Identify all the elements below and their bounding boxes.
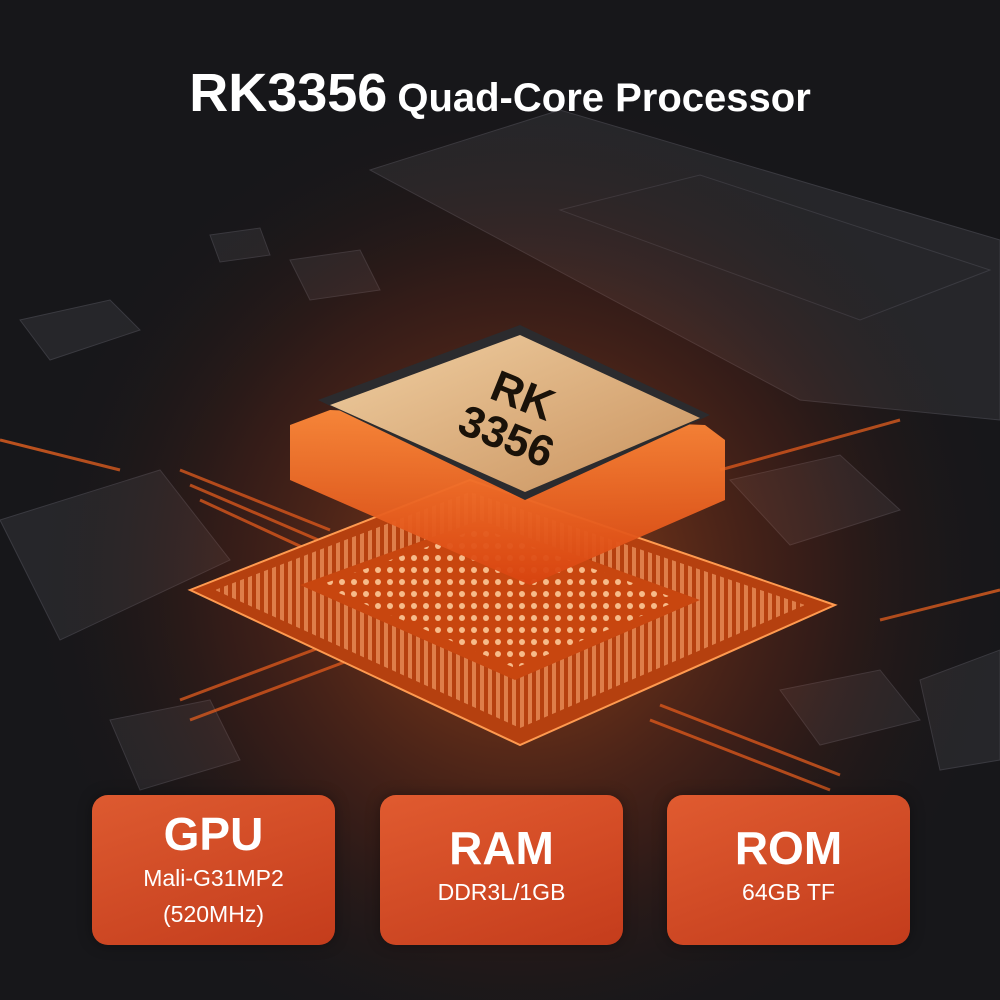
processor-chip: RK 3356 xyxy=(290,325,725,585)
spec-label: GPU xyxy=(163,808,264,860)
spec-card-gpu: GPU Mali-G31MP2 (520MHz) xyxy=(92,795,335,945)
spec-card-rom: ROM 64GB TF xyxy=(667,795,910,945)
spec-label: ROM xyxy=(734,822,843,874)
spec-value: Mali-G31MP2 xyxy=(143,865,284,891)
spec-value: 64GB TF xyxy=(742,879,835,905)
title-model: RK3356 xyxy=(189,63,388,123)
spec-card-ram: RAM DDR3L/1GB xyxy=(380,795,623,945)
spec-label: RAM xyxy=(449,822,554,874)
spec-value-2: (520MHz) xyxy=(163,901,264,927)
spec-value: DDR3L/1GB xyxy=(437,879,566,905)
title-subtitle: Quad-Core Processor xyxy=(397,76,811,120)
